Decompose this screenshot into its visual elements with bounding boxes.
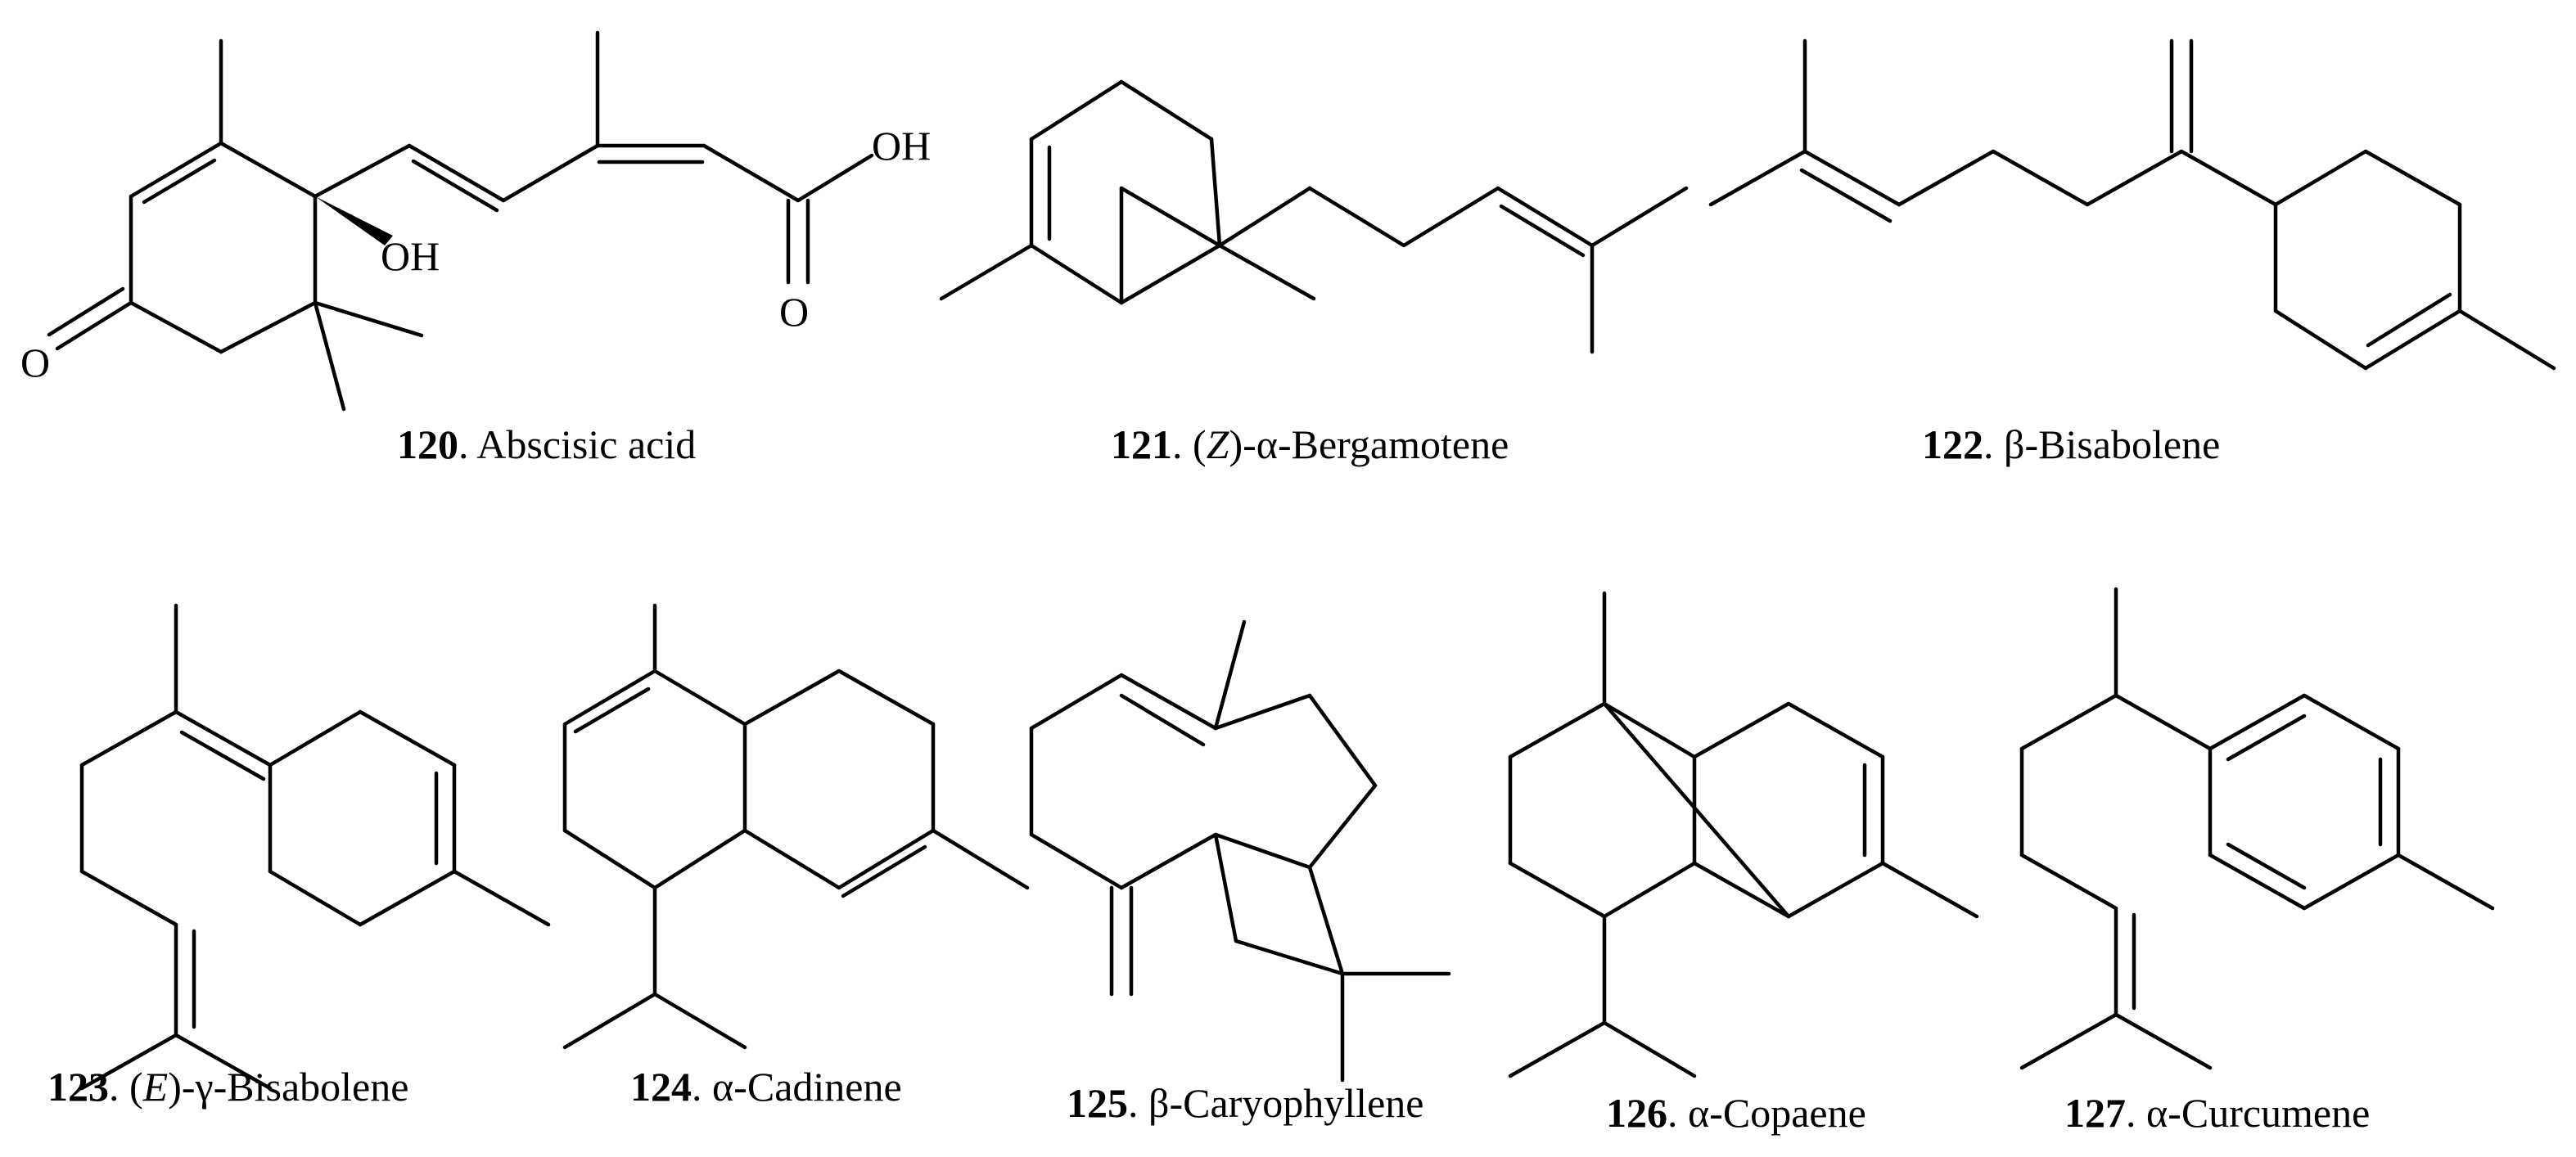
caption-125: 125. β-Caryophyllene xyxy=(1067,1080,1424,1126)
compound-number-120: 120 xyxy=(397,421,458,467)
caption-124: 124. α-Cadinene xyxy=(630,1064,902,1110)
compound-number-127: 127 xyxy=(2064,1090,2126,1136)
caption-121: 121. (Z)-α-Bergamotene xyxy=(1111,421,1509,467)
compound-number-124: 124 xyxy=(630,1064,692,1110)
atom-oh-ring: OH xyxy=(381,233,440,279)
caption-127: 127. α-Curcumene xyxy=(2064,1090,2371,1136)
compound-name-122: β-Bisabolene xyxy=(2004,421,2221,467)
compound-number-126: 126 xyxy=(1606,1090,1667,1136)
compound-number-121: 121 xyxy=(1111,421,1172,467)
caption-126: 126. α-Copaene xyxy=(1606,1090,1866,1136)
compound-number-122: 122 xyxy=(1922,421,1983,467)
compound-name-121: α-Bergamotene xyxy=(1256,421,1509,467)
compound-name-127: α-Curcumene xyxy=(2146,1090,2371,1136)
compound-name-124: α-Cadinene xyxy=(712,1064,902,1110)
atom-o-acid: O xyxy=(779,289,809,335)
caption-120: 120. Abscisic acid xyxy=(397,421,697,467)
caption-123: 123. (E)-γ-Bisabolene xyxy=(47,1064,409,1110)
compound-number-125: 125 xyxy=(1067,1080,1128,1126)
atom-o-ketone: O xyxy=(20,340,50,385)
compound-name-120: Abscisic acid xyxy=(476,421,697,467)
compound-name-123: γ-Bisabolene xyxy=(195,1064,409,1110)
atom-oh-acid: OH xyxy=(872,123,931,169)
compound-name-125: β-Caryophyllene xyxy=(1148,1080,1424,1126)
compound-name-126: α-Copaene xyxy=(1688,1090,1866,1136)
caption-122: 122. β-Bisabolene xyxy=(1922,421,2221,467)
compound-number-123: 123 xyxy=(47,1064,109,1110)
